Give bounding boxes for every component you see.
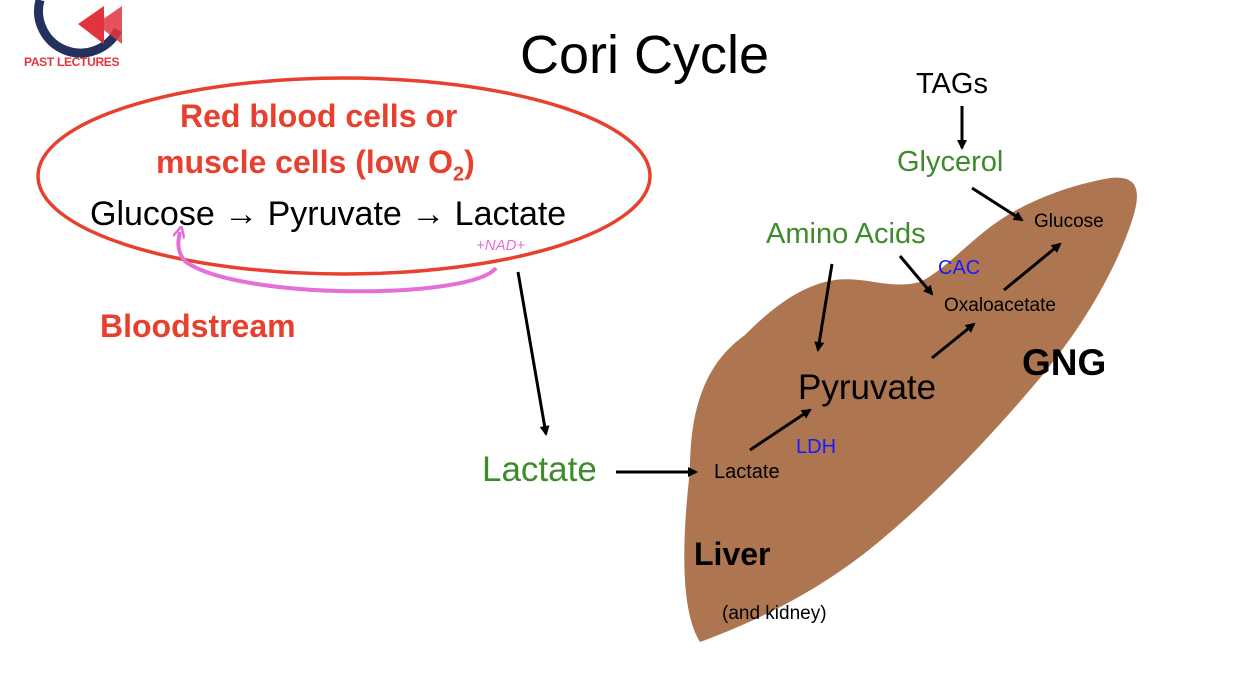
liver-pyruvate-label: Pyruvate xyxy=(798,368,937,407)
arrow-lactate-to-bloodstream xyxy=(516,271,550,436)
liver-lactate-label: Lactate xyxy=(714,461,780,483)
liver-label: Liver xyxy=(694,536,771,572)
ldh-label: LDH xyxy=(796,436,837,458)
liver-shape xyxy=(684,177,1137,642)
bloodstream-label: Bloodstream xyxy=(100,308,296,344)
nad-annotation: +NAD+ xyxy=(476,237,526,254)
arrow-amino-to-oxaloacetate xyxy=(898,255,934,296)
liver-glucose-label: Glucose xyxy=(1034,211,1104,232)
muscle-cell-ellipse xyxy=(36,76,652,276)
arrow-pyruvate-to-oxaloacetate xyxy=(931,322,976,360)
oxaloacetate-label: Oxaloacetate xyxy=(944,295,1056,316)
page-title: Cori Cycle xyxy=(520,25,770,85)
logo-ring xyxy=(34,0,123,58)
rbc-label: Red blood cells or xyxy=(180,98,458,134)
cac-label: CAC xyxy=(938,257,981,279)
muscle-label-text: muscle cells (low O xyxy=(156,144,453,180)
logo-rewind-left xyxy=(78,6,104,44)
oxygen-subscript: 2 xyxy=(453,163,465,186)
past-lectures-logo xyxy=(34,0,123,58)
amino-acids-label: Amino Acids xyxy=(766,218,926,250)
lactate-exported-label: Lactate xyxy=(482,450,597,489)
arrow-lactate-to-pyruvate xyxy=(749,408,812,452)
arrow-glycerol-to-glucose xyxy=(971,186,1024,222)
arrow-oxaloacetate-to-glucose xyxy=(1003,242,1062,292)
muscle-label: muscle cells (low O2) xyxy=(156,146,475,184)
logo-rewind-right xyxy=(96,6,122,44)
glycerol-label: Glycerol xyxy=(897,146,1004,178)
nad-recycle-arrow xyxy=(178,232,498,294)
arrow-amino-to-pyruvate xyxy=(814,263,834,352)
kidney-note: (and kidney) xyxy=(722,603,827,624)
muscle-label-close: ) xyxy=(464,144,475,180)
gng-label: GNG xyxy=(1022,342,1107,383)
logo-text: PAST LECTURES xyxy=(24,55,120,69)
glycolysis-reaction: Glucose → Pyruvate → Lactate xyxy=(90,195,567,233)
tags-label: TAGs xyxy=(916,68,988,100)
